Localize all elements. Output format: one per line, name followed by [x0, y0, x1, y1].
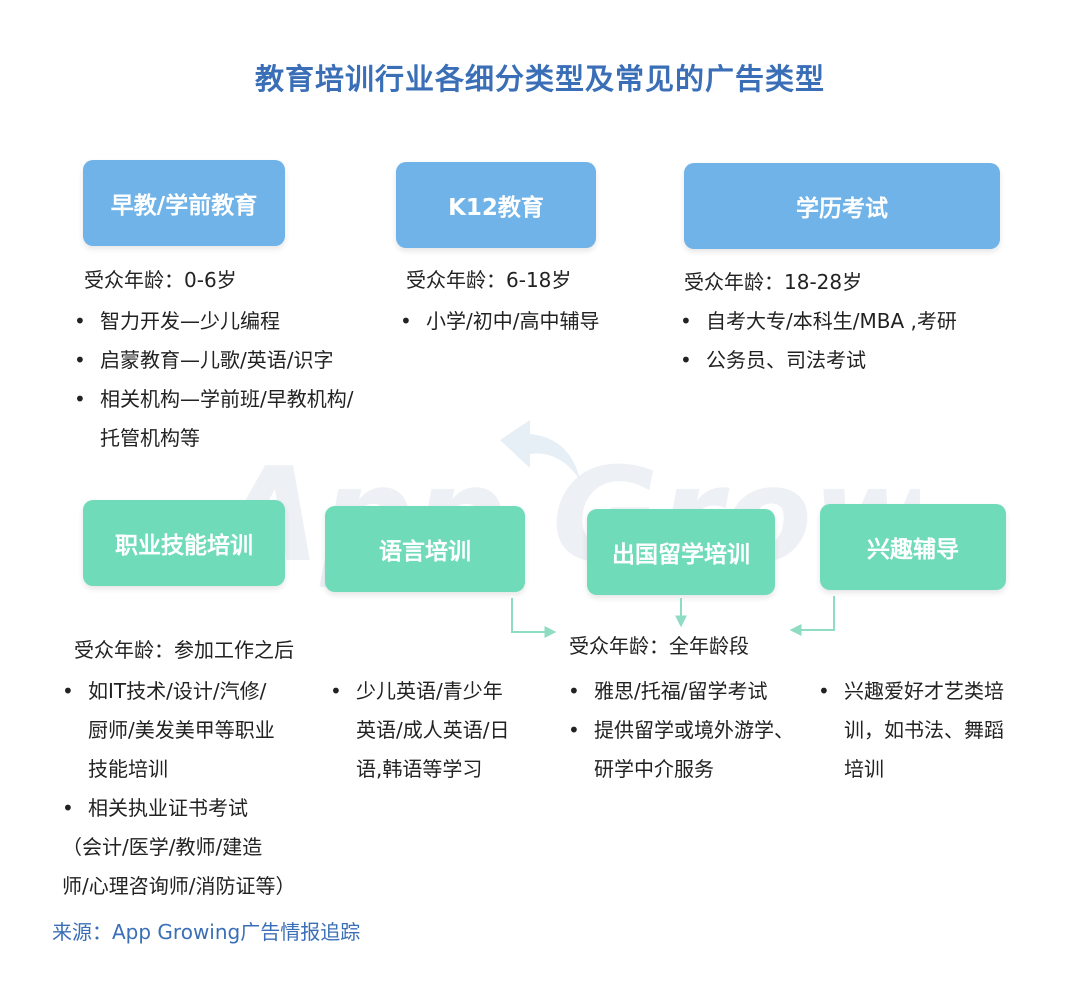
- page-title: 教育培训行业各细分类型及常见的广告类型: [254, 62, 825, 96]
- category-degree-exam-label: 学历考试: [796, 196, 888, 222]
- age-early-education: 受众年龄：0-6岁: [84, 268, 237, 292]
- arrow-language-to-shared-age: [511, 598, 557, 638]
- list-k12: 小学/初中/高中辅导: [400, 302, 660, 341]
- category-language: 语言培训: [325, 506, 525, 592]
- age-degree-exam: 受众年龄：18-28岁: [684, 270, 863, 294]
- category-language-label: 语言培训: [379, 539, 471, 565]
- list-early-education: 智力开发—少儿编程 启蒙教育—儿歌/英语/识字 相关机构—学前班/早教机构/托管…: [74, 302, 404, 458]
- category-k12-label: K12教育: [448, 195, 544, 221]
- list-item: 相关机构—学前班/早教机构/托管机构等: [74, 380, 404, 458]
- list-item: 启蒙教育—儿歌/英语/识字: [74, 341, 404, 380]
- list-item: 智力开发—少儿编程: [74, 302, 404, 341]
- category-early-education-label: 早教/学前教育: [110, 193, 258, 219]
- category-degree-exam: 学历考试: [684, 163, 1000, 249]
- category-study-abroad: 出国留学培训: [587, 509, 775, 595]
- age-k12: 受众年龄：6-18岁: [406, 268, 572, 292]
- arrow-interest-to-shared-age: [789, 596, 835, 636]
- category-interest-label: 兴趣辅导: [867, 537, 959, 563]
- list-study-abroad: 雅思/托福/留学考试 提供留学或境外游学、研学中介服务: [568, 672, 828, 789]
- source-note: 来源：App Growing广告情报追踪: [52, 920, 361, 944]
- list-item: 小学/初中/高中辅导: [400, 302, 660, 341]
- category-k12: K12教育: [396, 162, 596, 248]
- age-vocational: 受众年龄：参加工作之后: [74, 638, 294, 662]
- age-shared-all: 受众年龄：全年龄段: [569, 634, 749, 658]
- watermark-text: App Growing: [211, 439, 920, 591]
- list-item: 雅思/托福/留学考试: [568, 672, 828, 711]
- category-interest: 兴趣辅导: [820, 504, 1006, 590]
- category-vocational-label: 职业技能培训: [115, 533, 253, 559]
- list-item: 提供留学或境外游学、研学中介服务: [568, 711, 828, 789]
- list-item: 自考大专/本科生/MBA ,考研: [680, 302, 1040, 341]
- list-degree-exam: 自考大专/本科生/MBA ,考研 公务员、司法考试: [680, 302, 1040, 380]
- category-vocational: 职业技能培训: [83, 500, 285, 586]
- list-item: 相关执业证书考试（会计/医学/教师/建造师/心理咨询师/消防证等）: [62, 789, 332, 906]
- category-early-education: 早教/学前教育: [83, 160, 285, 246]
- list-item: 公务员、司法考试: [680, 341, 1040, 380]
- category-study-abroad-label: 出国留学培训: [612, 542, 750, 568]
